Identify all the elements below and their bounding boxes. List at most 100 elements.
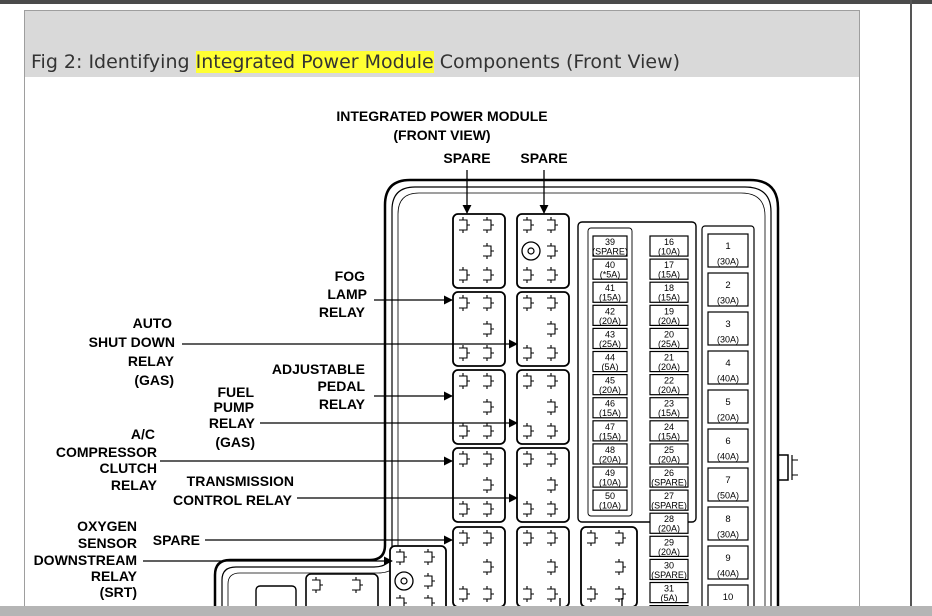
fuse-24: 24(15A) (649, 420, 689, 442)
fuse-44-number: 44 (605, 353, 615, 363)
spare-bottom-label: SPARE (153, 532, 200, 548)
maxi-fuse-6-number: 6 (725, 436, 730, 447)
maxi-fuse-7-number: 7 (725, 475, 730, 486)
fuse-21-number: 21 (664, 353, 674, 363)
fuse-42-rating: (20A) (599, 316, 621, 326)
fuse-46-number: 46 (605, 399, 615, 409)
fuse-16-rating: (10A) (658, 246, 680, 256)
fuse-18-number: 18 (664, 283, 674, 293)
fuse-19: 19(20A) (649, 304, 689, 326)
relay-left-5 (452, 526, 506, 608)
asd-label-1: AUTO (133, 315, 173, 331)
fuse-22: 22(20A) (649, 374, 689, 396)
fuse-30-rating: (SPARE) (651, 570, 687, 580)
fuse-21: 21(20A) (649, 350, 689, 373)
maxi-fuse-4-number: 4 (725, 358, 730, 369)
fuse-26-number: 26 (664, 468, 674, 478)
fuse-24-number: 24 (664, 422, 674, 432)
maxi-fuse-3-rating: (30A) (717, 334, 739, 344)
caption-prefix: Fig 2: Identifying (31, 51, 196, 73)
fuse-41-rating: (15A) (599, 293, 621, 303)
oxygen-label-2: SENSOR (78, 535, 137, 551)
fuse-25-rating: (20A) (658, 454, 680, 464)
fuse-panel-outline (577, 221, 697, 523)
maxi-fuse-9-rating: (40A) (717, 568, 739, 578)
fuse-49: 49(10A) (592, 466, 628, 488)
relay-right-4 (516, 447, 570, 523)
fuse-47: 47(15A) (592, 420, 628, 442)
fuse-39: 39(SPARE) (592, 235, 628, 257)
maxi-fuse-5: 5 (20A) (707, 389, 749, 424)
fuse-27: 27(SPARE) (649, 489, 689, 511)
maxi-fuse-2: 2(30A) (707, 272, 749, 307)
fuse-17: 17(15A) (649, 258, 689, 280)
fuse-31: 31(5A) (649, 581, 689, 604)
fuse-46-rating: (15A) (599, 408, 621, 418)
fuel-label-4: (GAS) (215, 434, 255, 450)
fuse-16-number: 16 (664, 237, 674, 247)
maxi-fuse-4-rating: (40A) (717, 373, 739, 383)
transmission-label-2: CONTROL RELAY (173, 492, 293, 508)
ac-label-2: COMPRESSOR (56, 444, 157, 460)
relay-right-1 (516, 213, 570, 289)
maxi-fuse-5-number: 5 (725, 397, 730, 408)
fuse-18: 18(15A) (649, 281, 689, 303)
fuse-47-rating: (15A) (599, 431, 621, 441)
maxi-fuse-4: 4 (40A) (707, 350, 749, 385)
relay-left-3 (452, 369, 506, 445)
transmission-label-1: TRANSMISSION (187, 473, 294, 489)
fuse-19-rating: (20A) (658, 316, 680, 326)
fuse-44-rating: (5A) (601, 362, 618, 372)
fuse-29-number: 29 (664, 537, 674, 547)
maxi-fuse-3: 3(30A) (707, 311, 749, 346)
maxi-fuse-1-number: 1 (725, 241, 730, 252)
fuse-20-number: 20 (664, 329, 674, 339)
maxi-fuse-1: 1(30A) (707, 233, 749, 268)
fuse-42-number: 42 (605, 306, 615, 316)
maxi-fuse-8-rating: (30A) (717, 529, 739, 539)
fuse-28-number: 28 (664, 514, 674, 524)
asd-label-2: SHUT DOWN (89, 334, 175, 350)
bottom-scroll-area (0, 606, 932, 616)
maxi-fuse-6: 6(40A) (707, 428, 749, 463)
fuse-28-rating: (20A) (658, 524, 680, 534)
fuse-40-number: 40 (605, 260, 615, 270)
fuse-23-rating: (15A) (658, 408, 680, 418)
fuse-50-rating: (10A) (599, 501, 621, 511)
fuse-18-rating: (15A) (658, 293, 680, 303)
fuse-30: 30(SPARE) (649, 558, 689, 581)
ac-label-4: RELAY (111, 477, 158, 493)
maxi-fuse-5-rating: (20A) (717, 412, 739, 422)
fuse-17-rating: (15A) (658, 270, 680, 280)
fuse-19-number: 19 (664, 306, 674, 316)
fuse-column-left: 39(SPARE)40(*5A)41(15A)42(20A)43(25A)44(… (577, 221, 697, 523)
fuse-25: 25(20A) (649, 443, 689, 465)
spare-label-right: SPARE (520, 150, 567, 166)
fuse-48: 48(20A) (592, 443, 628, 465)
fog-label-3: RELAY (319, 304, 366, 320)
oxygen-label-1: OXYGEN (77, 518, 137, 534)
fuse-50: 50(10A) (592, 489, 628, 511)
maxi-fuse-8-number: 8 (725, 514, 730, 525)
maxi-fuse-9: 9(40A) (707, 545, 749, 580)
fuse-16: 16(10A) (649, 235, 689, 257)
fuse-28: 28(20A) (649, 512, 689, 534)
fuse-26-rating: (SPARE) (651, 477, 687, 487)
maxi-fuse-10-number: 10 (723, 592, 734, 603)
fuse-48-number: 48 (605, 445, 615, 455)
fuel-label-2: PUMP (214, 399, 254, 415)
adjustable-label-3: RELAY (319, 396, 366, 412)
fuse-45: 45(20A) (592, 374, 628, 396)
relay-srt (389, 545, 447, 616)
fuse-column-right: 16(10A)17(15A)18(15A)19(20A)20(25A)21(20… (649, 235, 689, 616)
ac-label-3: CLUTCH (99, 460, 157, 476)
fuse-23-number: 23 (664, 399, 674, 409)
fuse-23: 23(15A) (649, 397, 689, 419)
fuse-col1-outline (587, 227, 633, 517)
fuse-40-rating: (*5A) (600, 270, 621, 280)
fuse-49-number: 49 (605, 468, 615, 478)
oxygen-label-5: (SRT) (100, 584, 137, 600)
fuse-27-rating: (SPARE) (651, 501, 687, 511)
leader-arrows (143, 170, 623, 616)
caption-highlight: Integrated Power Module (195, 51, 434, 73)
